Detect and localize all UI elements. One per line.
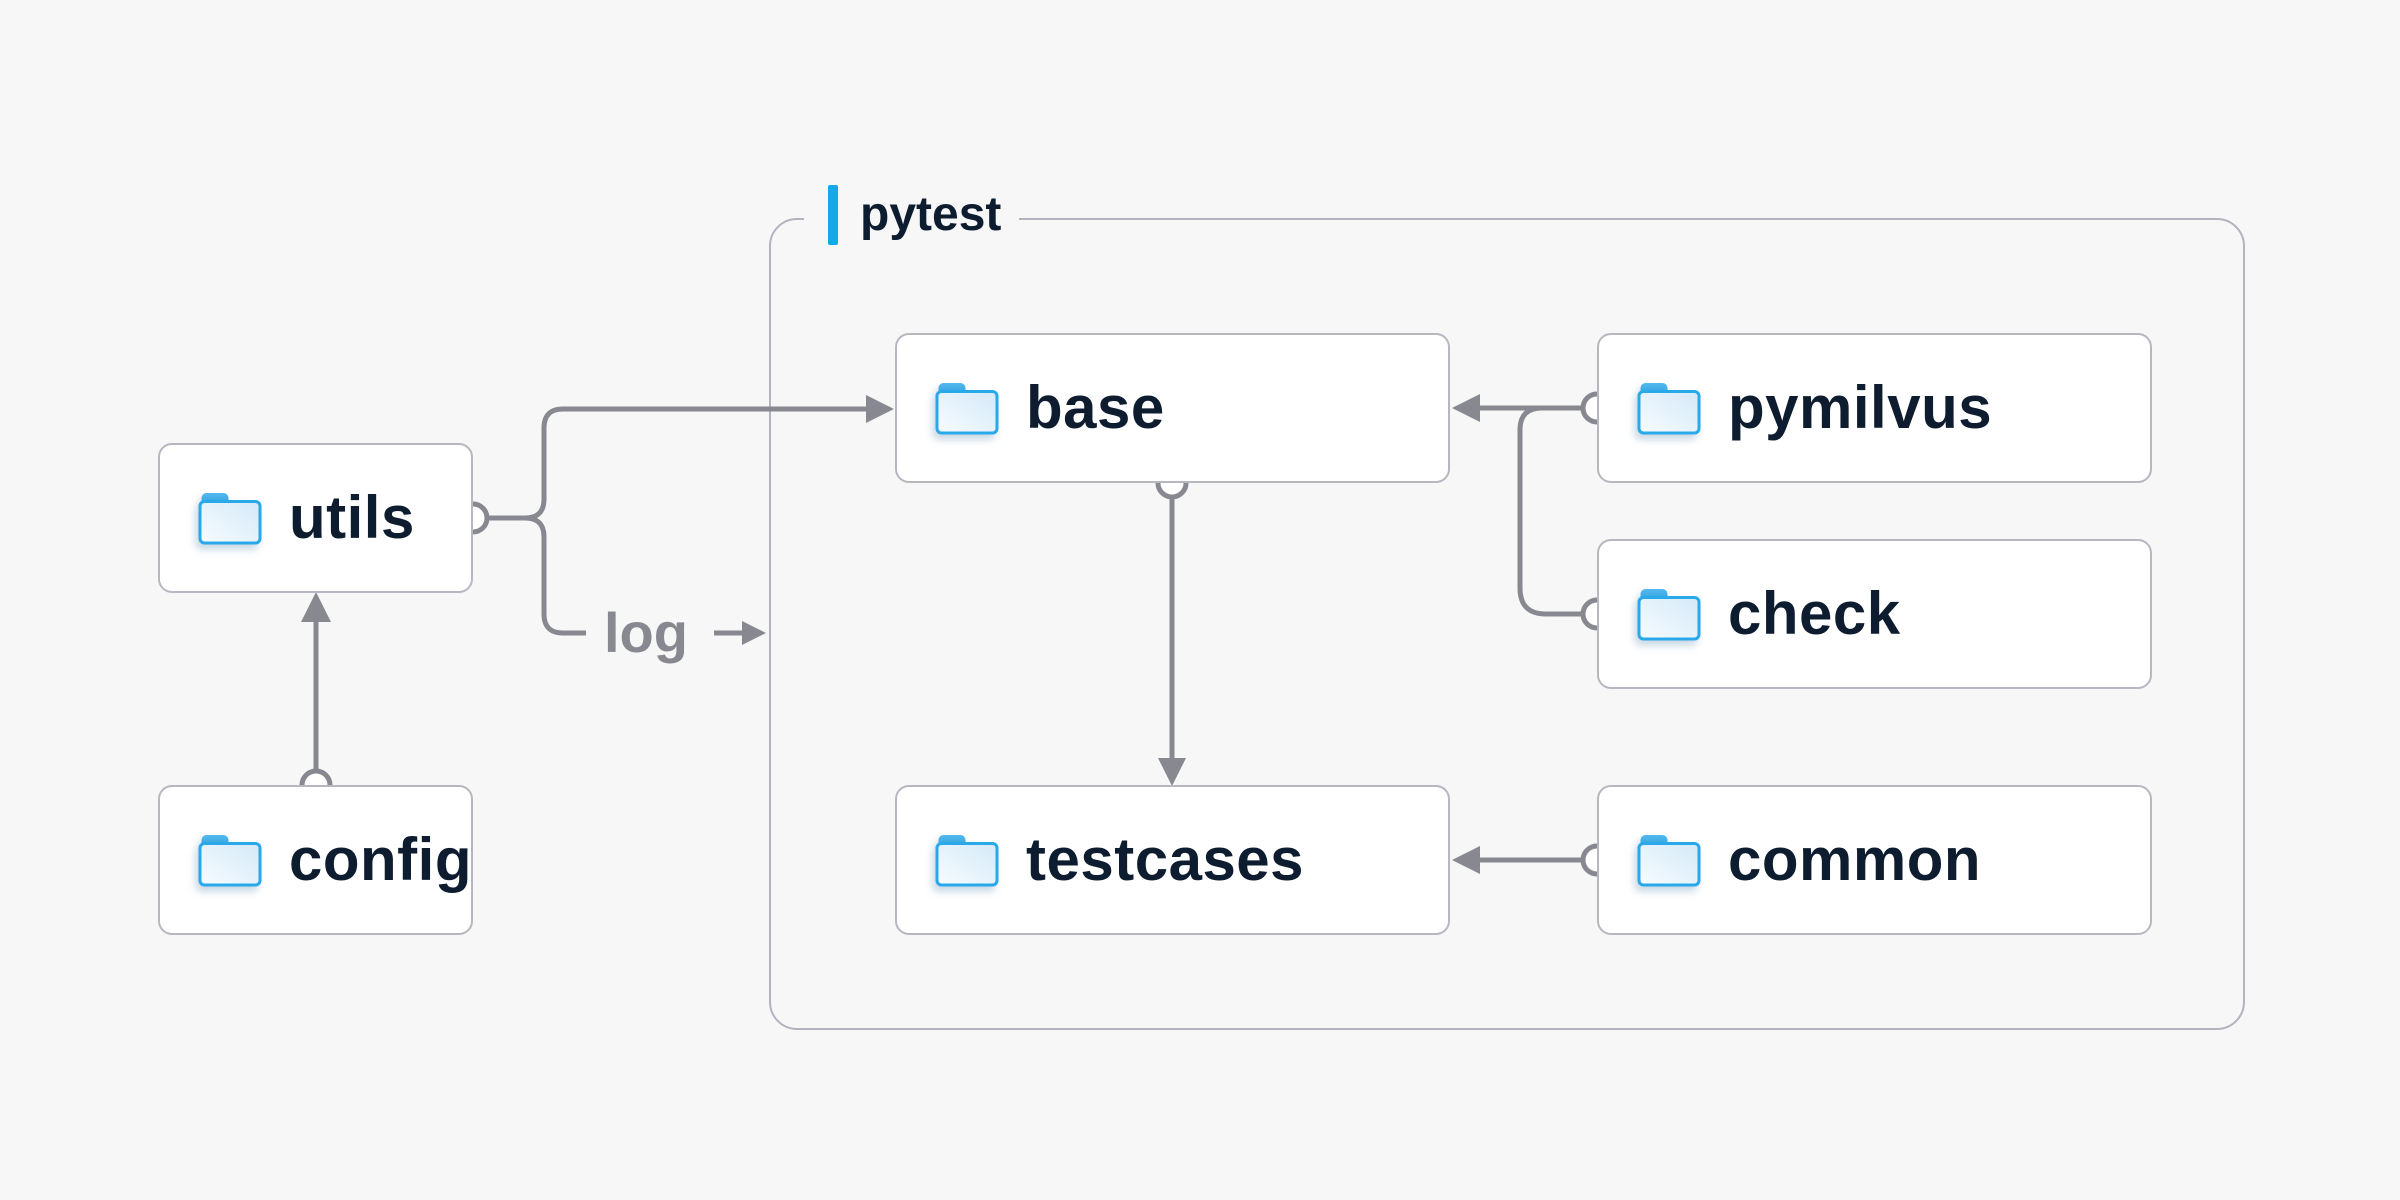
node-common: common	[1597, 785, 2152, 935]
node-pymilvus: pymilvus	[1597, 333, 2152, 483]
folder-icon	[198, 493, 262, 545]
accent-bar	[828, 185, 838, 245]
edge-label-log: log	[604, 601, 688, 664]
pytest-group-label: pytest	[804, 183, 1020, 247]
node-base: base	[895, 333, 1450, 483]
node-label: pymilvus	[1728, 374, 1993, 441]
pytest-group-container	[769, 218, 2245, 1030]
node-utils: utils	[158, 443, 473, 593]
node-label: base	[1026, 374, 1165, 441]
node-label: config	[289, 826, 472, 893]
edge-config-utils	[299, 592, 333, 802]
node-label: utils	[289, 484, 415, 551]
folder-icon	[935, 835, 999, 887]
folder-icon	[1637, 835, 1701, 887]
node-label: testcases	[1026, 826, 1305, 893]
folder-icon	[1637, 589, 1701, 641]
node-label: common	[1728, 826, 1982, 893]
folder-icon	[935, 383, 999, 435]
folder-icon	[1637, 383, 1701, 435]
edge-log-arrow	[714, 621, 766, 645]
node-label: check	[1728, 580, 1901, 647]
folder-icon	[198, 835, 262, 887]
node-check: check	[1597, 539, 2152, 689]
node-config: config	[158, 785, 473, 935]
node-testcases: testcases	[895, 785, 1450, 935]
group-title: pytest	[860, 188, 1002, 241]
